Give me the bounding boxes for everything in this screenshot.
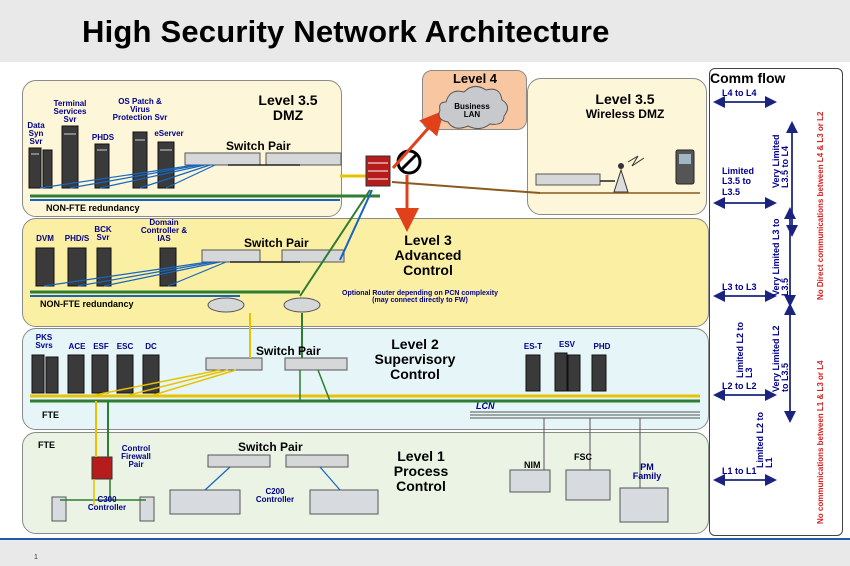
server-domain-controller: Domain Controller & IAS: [140, 218, 188, 243]
level4-label: Level 4: [452, 71, 498, 86]
server-data-syn: Data Syn Svr: [27, 121, 45, 146]
server-eserver: eServer: [154, 129, 184, 138]
server-esc: ESC: [116, 342, 134, 351]
wireless-name-label: Wireless DMZ: [585, 107, 665, 121]
flow-very-limited-l2-l35: Very Limited L2 to L3.5: [771, 325, 790, 392]
business-lan-label: Business LAN: [454, 102, 490, 119]
page-title: High Security Network Architecture: [82, 14, 610, 49]
lcn-label: LCN: [476, 401, 495, 411]
flow-very-limited-l3-l35: Very Limited L3 to L3.5: [771, 218, 790, 296]
level1-switch-label: Switch Pair: [238, 440, 303, 454]
router-note: Optional Router depending on PCN complex…: [342, 290, 498, 304]
footer-divider: [0, 538, 850, 541]
wireless-level-label: Level 3.5: [595, 91, 655, 107]
comm-flow-panel: [709, 68, 843, 536]
server-phd-s: PHD/S: [64, 234, 90, 243]
level1-name-label: Process Control: [393, 463, 449, 494]
level2-switch-label: Switch Pair: [256, 344, 321, 358]
pm-family-label: PM Family: [632, 462, 662, 481]
c200-label: C200 Controller: [255, 487, 295, 504]
server-dc: DC: [145, 342, 157, 351]
server-pks: PKS Svrs: [35, 333, 53, 350]
footer-band: [0, 540, 850, 566]
server-dvm: DVM: [36, 234, 54, 243]
server-os-patch: OS Patch & Virus Protection Svr: [112, 97, 168, 122]
dmz-switch-label: Switch Pair: [226, 139, 291, 153]
comm-flow-title: Comm flow: [710, 70, 786, 86]
flow-limited-l2-l1: Limited L2 to L1: [755, 412, 774, 468]
server-terminal-services: Terminal Services Svr: [53, 99, 87, 124]
level2-fte-label: FTE: [42, 410, 59, 420]
dmz-name-label: DMZ: [272, 107, 304, 123]
level3-level-label: Level 3: [404, 232, 452, 248]
level2-name-label: Supervisory Control: [374, 351, 456, 382]
flow-l2-to-l2: L2 to L2: [722, 381, 757, 391]
c300-label: C300 Controller: [87, 495, 127, 512]
flow-limited-l2-l3: Limited L2 to L3: [735, 322, 754, 378]
server-ace: ACE: [68, 342, 86, 351]
server-phd: PHD: [593, 342, 611, 351]
dmz-level-label: Level 3.5: [258, 92, 318, 108]
level3-switch-label: Switch Pair: [244, 236, 309, 250]
server-esv: ESV: [558, 340, 575, 349]
flow-l4-to-l4: L4 to L4: [722, 88, 757, 98]
fsc-label: FSC: [574, 452, 592, 462]
level1-level-label: Level 1: [397, 448, 445, 464]
title-band: [0, 0, 850, 62]
level2-level-label: Level 2: [391, 336, 439, 352]
level3-name-label: Advanced Control: [394, 247, 462, 278]
note-no-direct-l4-l3: No Direct communications between L4 & L3…: [816, 111, 825, 300]
flow-very-limited-l35-l4: Very Limited L3.5 to L4: [771, 134, 790, 188]
server-bck: BCK Svr: [94, 225, 112, 242]
server-esf: ESF: [93, 342, 109, 351]
flow-l3-to-l3: L3 to L3: [722, 282, 757, 292]
page-number: 1: [34, 554, 38, 561]
level3-redundancy-label: NON-FTE redundancy: [40, 299, 134, 309]
dmz-redundancy-label: NON-FTE redundancy: [46, 203, 140, 213]
flow-l1-to-l1: L1 to L1: [722, 466, 757, 476]
level1-fte-label: FTE: [38, 440, 55, 450]
server-es-t: ES-T: [523, 342, 543, 351]
server-phds: PHDS: [91, 133, 115, 142]
note-no-comm-l1-l3: No communications between L1 & L3 or L4: [816, 360, 825, 524]
firewall-pair-label: Control Firewall Pair: [121, 444, 151, 469]
flow-limited-l35: Limited L3.5 to L3.5: [722, 166, 755, 197]
nim-label: NIM: [524, 460, 541, 470]
